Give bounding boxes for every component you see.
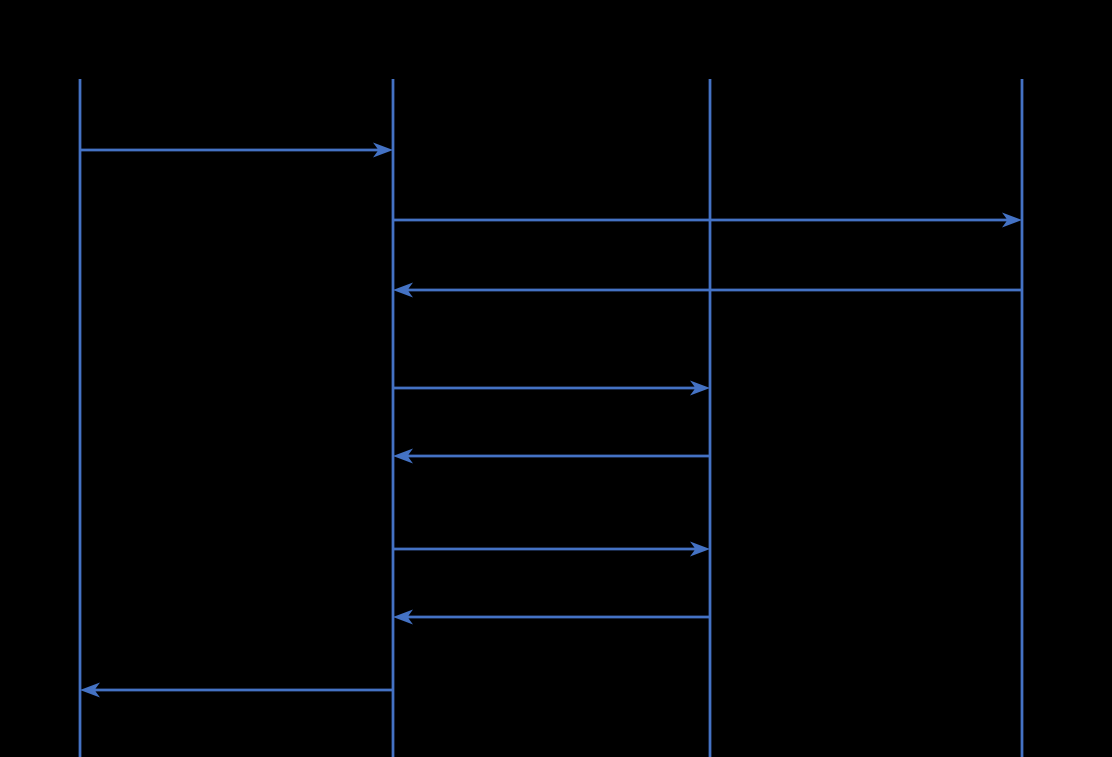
message-arrow <box>393 380 710 396</box>
arrowhead-icon <box>393 282 413 298</box>
arrowhead-icon <box>690 541 710 557</box>
message-arrow <box>393 609 710 625</box>
message-arrow <box>80 682 393 698</box>
message-arrow <box>80 142 393 158</box>
arrowhead-icon <box>80 682 100 698</box>
arrowhead-icon <box>1002 212 1022 228</box>
message-arrow <box>393 541 710 557</box>
arrowhead-icon <box>373 142 393 158</box>
message-arrow <box>393 282 1022 298</box>
message-arrow <box>393 448 710 464</box>
arrowhead-icon <box>393 609 413 625</box>
arrowhead-icon <box>393 448 413 464</box>
message-arrow <box>393 212 1022 228</box>
arrowhead-icon <box>690 380 710 396</box>
